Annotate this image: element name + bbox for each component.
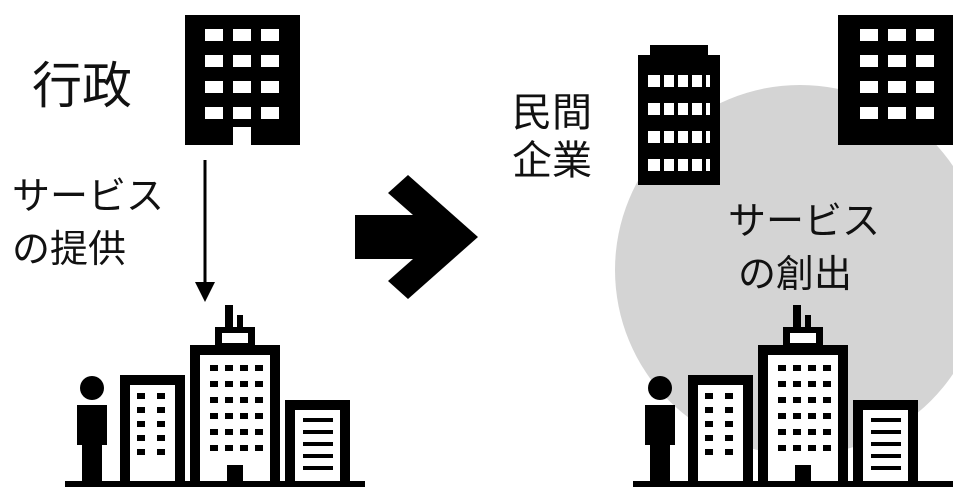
community-buildings-icon xyxy=(65,305,365,487)
company-building-icon-2 xyxy=(838,15,953,145)
service-creation-line2: の創出 xyxy=(738,252,853,296)
community-buildings-icon-right xyxy=(633,305,953,487)
service-creation-line1: サービス xyxy=(728,199,881,243)
service-provision-line2: の提供 xyxy=(12,227,127,271)
down-arrow-icon xyxy=(195,160,215,302)
government-label: 行政 xyxy=(32,57,132,115)
right-arrow-icon xyxy=(355,175,478,299)
private-company-line2: 企業 xyxy=(512,138,592,184)
private-company-line1: 民間 xyxy=(512,90,592,136)
government-building-icon xyxy=(185,15,300,145)
company-building-icon xyxy=(638,45,720,185)
service-provision-line1: サービス xyxy=(12,174,165,218)
